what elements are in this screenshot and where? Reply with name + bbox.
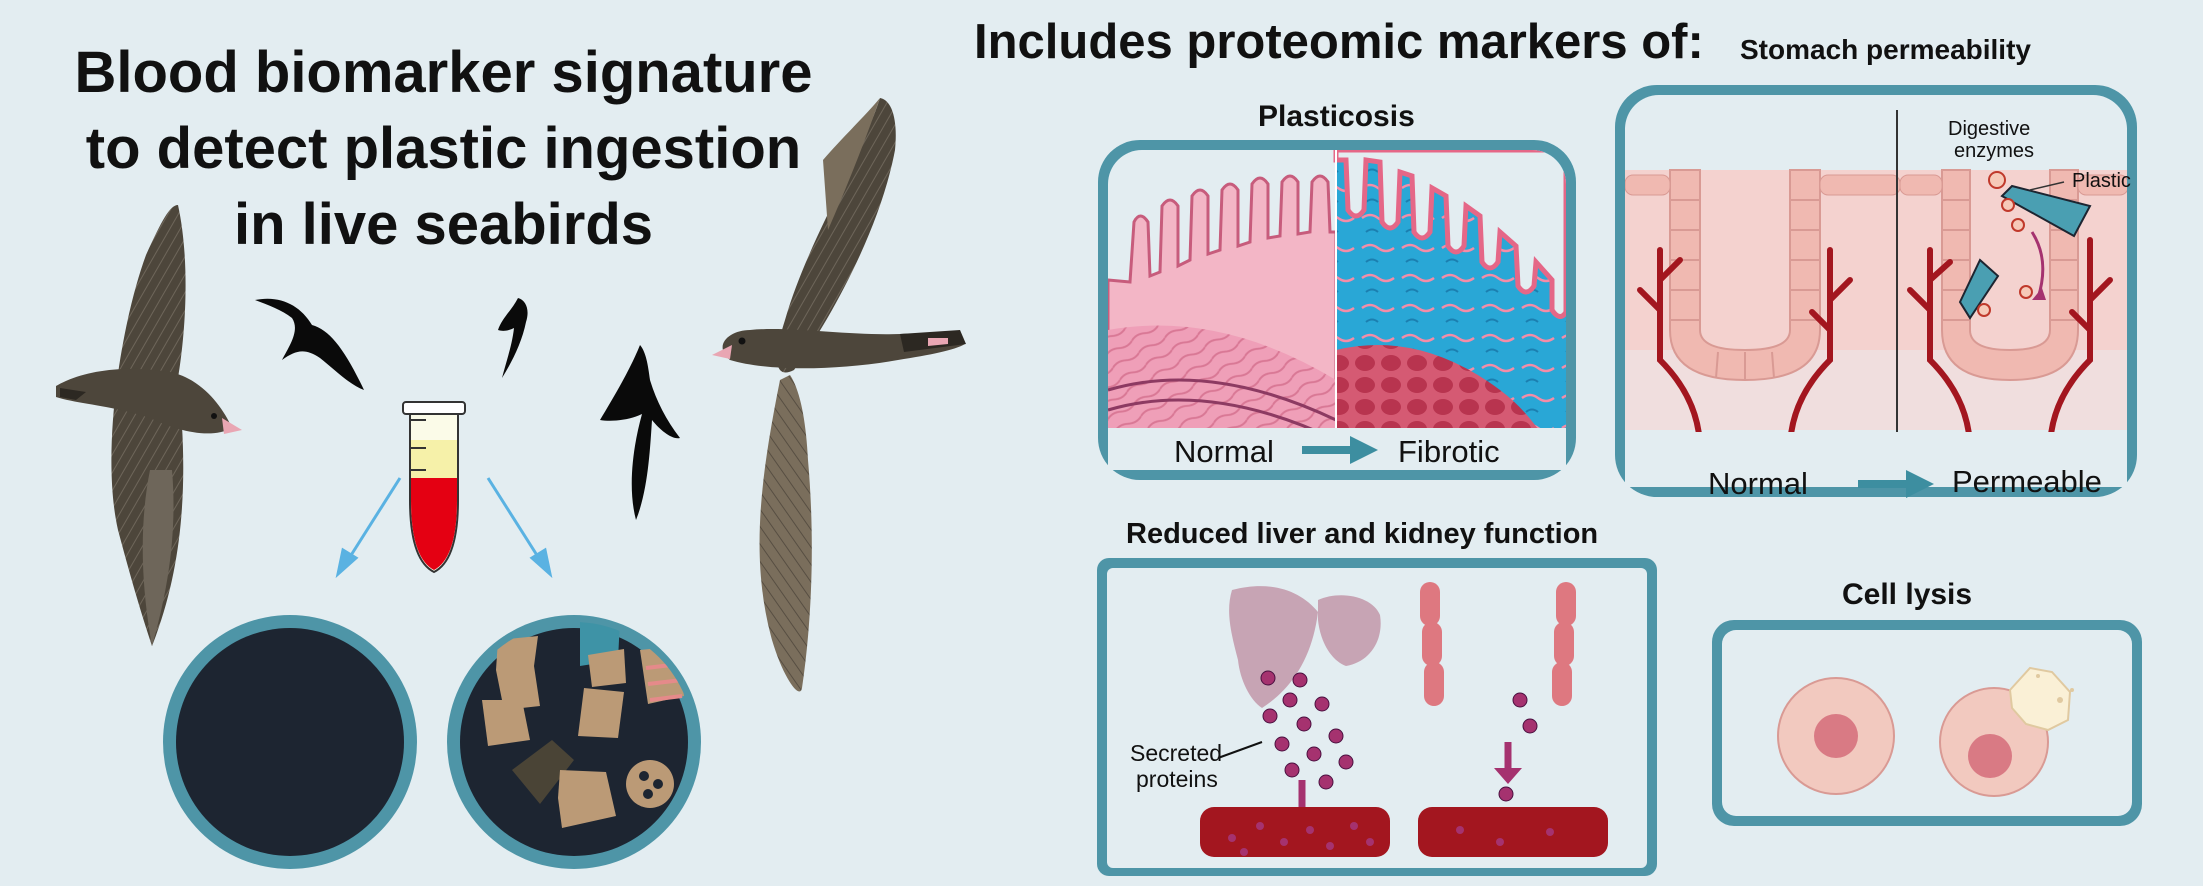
seabird-illustration-left bbox=[56, 205, 242, 646]
bird-silhouette bbox=[498, 298, 528, 378]
liver-icon bbox=[1229, 586, 1318, 708]
enzymes-label-1: Digestive bbox=[1948, 118, 2031, 140]
secreted-label-2: proteins bbox=[1136, 766, 1218, 792]
stomach-contents-circle bbox=[447, 615, 701, 869]
secreted-label-1: Secreted bbox=[1130, 740, 1223, 766]
bird-silhouette bbox=[600, 345, 680, 520]
seabird-illustration-right bbox=[712, 98, 966, 692]
liver-kidney-title: Reduced liver and kidney function bbox=[1126, 518, 1599, 550]
stomach-contents-empty bbox=[163, 615, 417, 869]
stomach-title: Stomach permeability bbox=[1740, 34, 2031, 65]
plasticosis-fibrotic-label: Fibrotic bbox=[1398, 434, 1500, 469]
stomach-permeable-label: Permeable bbox=[1952, 464, 2102, 499]
cell-lysis-title: Cell lysis bbox=[1842, 578, 1973, 611]
plasticosis-normal-label: Normal bbox=[1174, 434, 1274, 469]
liver-kidney-panel bbox=[1097, 558, 1657, 876]
blood-tube-icon bbox=[402, 401, 466, 574]
title-line-1: Blood biomarker signature bbox=[74, 40, 813, 105]
title-line-3: in live seabirds bbox=[233, 192, 654, 257]
stomach-permeability-panel bbox=[1615, 85, 2137, 498]
lysed-cell-icon bbox=[1939, 666, 2074, 797]
plasticosis-title: Plasticosis bbox=[1258, 100, 1415, 133]
stomach-normal-label: Normal bbox=[1708, 466, 1808, 501]
cell-icon bbox=[1777, 677, 1895, 795]
enzymes-label-2: enzymes bbox=[1954, 140, 2035, 162]
bird-silhouette bbox=[255, 298, 364, 390]
blood-vessel-icon bbox=[1200, 807, 1608, 857]
title-line-2: to detect plastic ingestion bbox=[85, 116, 802, 181]
plastic-label: Plastic bbox=[2072, 170, 2131, 192]
markers-heading: Includes proteomic markers of: bbox=[974, 15, 1704, 69]
plasticosis-panel bbox=[1098, 140, 1576, 480]
bird-silhouettes bbox=[255, 298, 680, 520]
cell-lysis-panel bbox=[1712, 620, 2142, 826]
kidney-icon bbox=[1420, 582, 1576, 706]
blue-arrows bbox=[335, 477, 553, 579]
